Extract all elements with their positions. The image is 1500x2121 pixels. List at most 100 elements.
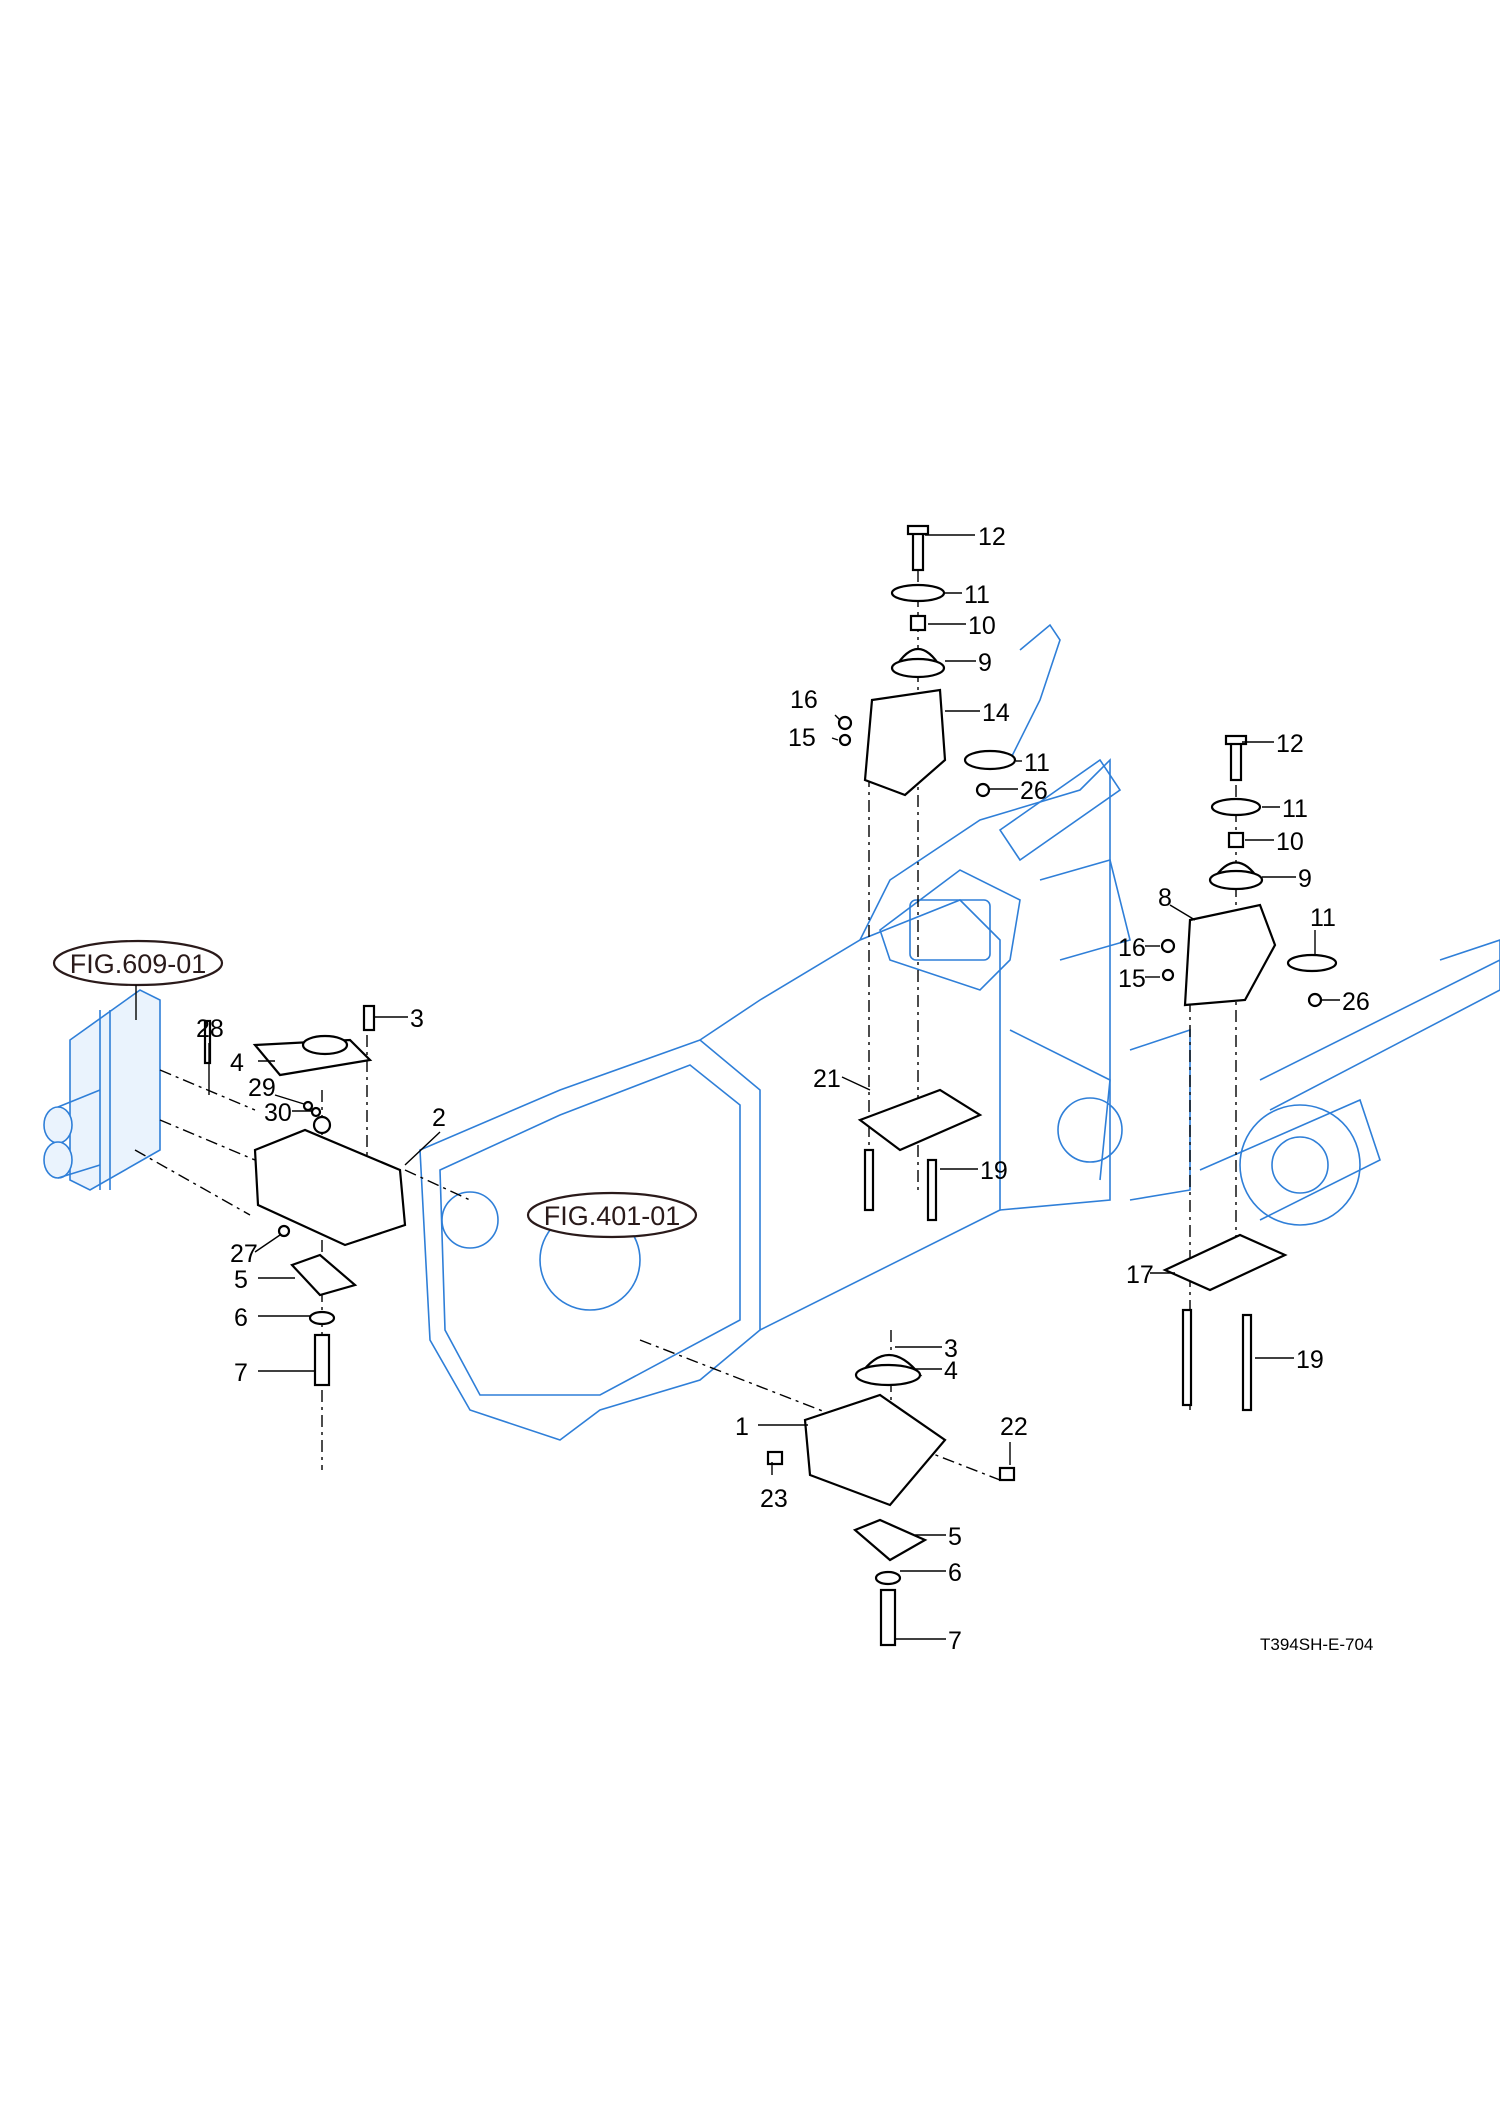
callout-number[interactable]: 2 [432,1104,446,1132]
callout-number[interactable]: 19 [1296,1346,1324,1374]
callout-19[interactable]: 19 [940,1157,1008,1185]
callout-number[interactable]: 4 [230,1049,244,1077]
callout-26[interactable]: 26 [1320,988,1370,1016]
callout-30[interactable]: 30 [264,1099,312,1127]
callout-19[interactable]: 19 [1255,1346,1324,1374]
assembly-lines [134,545,1237,1481]
callout-2[interactable]: 2 [404,1104,446,1166]
callout-number[interactable]: 11 [964,581,990,609]
fig-401-01-link[interactable]: FIG.401-01 [526,1191,698,1239]
callout-number[interactable]: 7 [948,1627,962,1655]
callout-number[interactable]: 11 [1024,749,1050,777]
mount-assembly-center [837,524,1017,798]
callout-10[interactable]: 10 [1245,828,1304,856]
callout-number[interactable]: 16 [1118,934,1146,962]
callout-11[interactable]: 11 [1016,749,1050,777]
callout-number[interactable]: 19 [980,1157,1008,1185]
callout-number[interactable]: 17 [1126,1261,1154,1289]
callout-5[interactable]: 5 [915,1523,962,1551]
callout-number[interactable]: 16 [790,686,818,714]
leader-line [1169,904,1196,921]
callout-11[interactable]: 11 [1262,795,1308,823]
callout-27[interactable]: 27 [230,1234,281,1268]
callout-9[interactable]: 9 [945,649,992,677]
callout-number[interactable]: 28 [196,1015,224,1043]
callout-number[interactable]: 30 [264,1099,292,1127]
callout-7[interactable]: 7 [234,1359,315,1387]
callout-number[interactable]: 21 [813,1065,841,1093]
plates-and-bolts [857,1088,1288,1412]
callout-29[interactable]: 29 [248,1074,305,1105]
callout-number[interactable]: 6 [948,1559,962,1587]
callout-16[interactable]: 16 [1118,934,1160,962]
callout-number[interactable]: 11 [1282,795,1308,823]
leader-line [841,1076,871,1091]
callout-11[interactable]: 11 [945,581,990,609]
callout-number[interactable]: 10 [968,612,996,640]
fig-401-01-label[interactable]: FIG.401-01 [544,1201,681,1231]
callout-10[interactable]: 10 [928,612,996,640]
callout-15[interactable]: 15 [788,724,839,752]
callout-number[interactable]: 11 [1310,904,1336,932]
callout-7[interactable]: 7 [895,1627,962,1655]
callout-22[interactable]: 22 [1000,1413,1028,1465]
gear-box-609-outline [43,989,161,1191]
callout-number[interactable]: 14 [982,699,1010,727]
callout-number[interactable]: 22 [1000,1413,1028,1441]
callout-number[interactable]: 5 [948,1523,962,1551]
callout-28[interactable]: 28 [196,1015,224,1095]
callout-number[interactable]: 3 [410,1005,424,1033]
drawing-code: T394SH-E-704 [1260,1635,1373,1654]
callout-number[interactable]: 6 [234,1304,248,1332]
callout-21[interactable]: 21 [813,1065,871,1093]
callout-number[interactable]: 10 [1276,828,1304,856]
callout-number[interactable]: 27 [230,1240,258,1268]
callout-number[interactable]: 29 [248,1074,276,1102]
callout-number[interactable]: 26 [1020,777,1048,805]
callout-12[interactable]: 12 [1242,730,1304,758]
callout-number[interactable]: 12 [978,523,1006,551]
leader-line [254,1234,281,1253]
mount-assembly-bottom [766,1353,1016,1647]
callout-number[interactable]: 1 [735,1413,749,1441]
callout-3[interactable]: 3 [895,1335,958,1363]
callout-5[interactable]: 5 [234,1266,295,1294]
callout-17[interactable]: 17 [1126,1261,1175,1289]
callout-number[interactable]: 9 [978,649,992,677]
callout-4[interactable]: 4 [230,1049,275,1077]
leader-line [274,1094,305,1105]
callout-number[interactable]: 26 [1342,988,1370,1016]
callout-23[interactable]: 23 [760,1462,788,1513]
callout-number[interactable]: 3 [944,1335,958,1363]
callout-number[interactable]: 15 [1118,965,1146,993]
callout-number[interactable]: 8 [1158,884,1172,912]
mount-assembly-right [1160,734,1338,1008]
callout-number[interactable]: 4 [944,1357,958,1385]
callout-15[interactable]: 15 [1118,965,1160,993]
callout-number[interactable]: 9 [1298,865,1312,893]
callout-9[interactable]: 9 [1262,865,1312,893]
callout-6[interactable]: 6 [234,1304,310,1332]
fig-609-01-link[interactable]: FIG.609-01 [52,939,224,1020]
callout-1[interactable]: 1 [735,1413,808,1441]
callout-number[interactable]: 7 [234,1359,248,1387]
callout-14[interactable]: 14 [945,699,1010,727]
callout-number[interactable]: 5 [234,1266,248,1294]
callout-number[interactable]: 15 [788,724,816,752]
leader-line [834,714,841,721]
callout-number[interactable]: 23 [760,1485,788,1513]
callout-6[interactable]: 6 [900,1559,962,1587]
callout-12[interactable]: 12 [925,523,1006,551]
callout-number[interactable]: 12 [1276,730,1304,758]
fig-609-01-label[interactable]: FIG.609-01 [70,949,207,979]
callout-26[interactable]: 26 [990,777,1048,805]
callout-4[interactable]: 4 [915,1357,958,1385]
callout-3[interactable]: 3 [374,1005,424,1033]
callout-16[interactable]: 16 [790,686,841,721]
transmission-housing-outline [419,623,1500,1441]
callout-11[interactable]: 11 [1310,904,1336,955]
callout-8[interactable]: 8 [1158,884,1196,921]
mount-assembly-left [203,1004,407,1387]
